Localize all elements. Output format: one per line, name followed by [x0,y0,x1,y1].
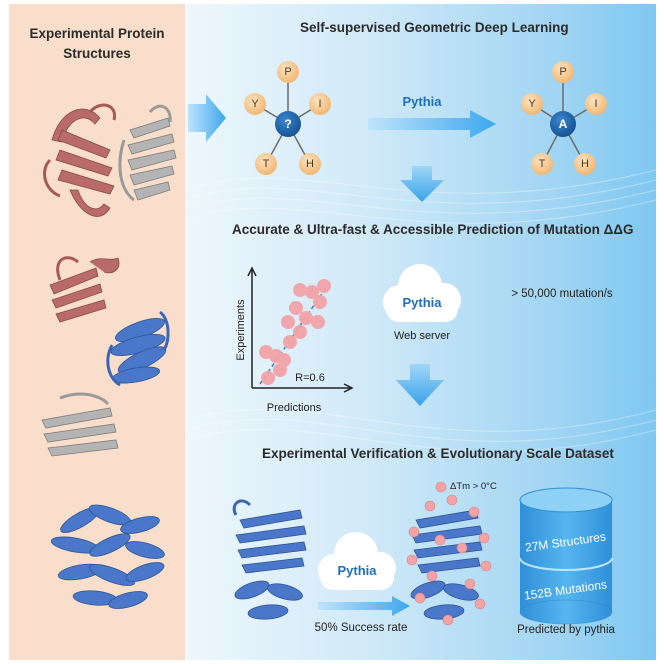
scatter-point [299,311,313,325]
node-p-in [277,61,299,83]
scatter-plot [247,266,354,393]
cloud-pythia-2 [318,532,396,590]
protein-gray-2 [41,392,119,457]
db-caption: Predicted by pythia [517,624,615,636]
node-y-out [521,93,543,115]
left-title: Experimental Protein Structures [29,26,165,61]
node-center-out-label: A [559,117,568,131]
scatter-points [259,279,331,385]
protein-brown-1 [43,103,117,217]
node-h-in [299,153,321,175]
node-center-in [275,111,301,137]
node-i-out-label: I [594,98,597,110]
section1-title: Self-supervised Geometric Deep Learning [300,20,569,35]
node-y-in-label: Y [251,98,259,110]
scatter-point [261,371,275,385]
success-arrow [318,596,410,616]
node-p-out-label: P [559,66,566,78]
scatter-point [317,279,331,293]
scatter-point [289,301,303,315]
node-center-out [550,111,576,137]
legend-label: ΔTm > 0°C [450,481,497,492]
legend-dot [435,481,447,493]
protein-blue-3 [232,499,307,620]
scatter-point [313,295,327,309]
section2-title: Accurate & Ultra-fast & Accessible Predi… [232,222,634,237]
mutation-dots [406,494,492,626]
cloud-server [383,264,461,322]
database [519,487,613,625]
scatter-point [293,325,307,339]
db-top-label: 27M Structures [524,529,607,554]
node-h-in-label: H [306,158,314,170]
scatter-point [305,285,319,299]
protein-blue-2 [50,504,165,609]
node-y-out-label: Y [528,98,536,110]
scatter-point [283,335,297,349]
db-bottom-label: 152B Mutations [523,577,608,602]
input-arrow [188,94,226,142]
scatter-point [281,315,295,329]
scatter-point [311,315,325,329]
cloud-pythia-2-label: Pythia [337,563,377,578]
background-waves [184,169,657,452]
success-label: 50% Success rate [314,622,408,634]
protein-blue-1 [106,310,170,387]
pythia-arrow [368,110,496,138]
scatter-point [273,363,287,377]
down-arrow-1 [400,166,444,202]
speed-label: > 50,000 mutation/s [511,288,613,300]
scatter-point [293,283,307,297]
protein-brown-2 [49,256,120,323]
pythia-arrow-label: Pythia [402,94,442,109]
node-t-out [531,153,553,175]
node-p-in-label: P [284,66,291,78]
cloud-server-label: Pythia [402,295,442,310]
scatter-r-label: R=0.6 [295,372,325,384]
node-t-in-label: T [263,158,270,170]
section3-title: Experimental Verification & Evolutionary… [262,446,614,461]
node-i-out [585,93,607,115]
node-h-out-label: H [581,158,589,170]
node-h-out [574,153,596,175]
node-center-in-label: ? [284,117,291,131]
scatter-point [259,345,273,359]
scatter-ylabel: Experiments [235,299,247,361]
node-t-in [255,153,277,175]
node-y-in [244,93,266,115]
scatter-xlabel: Predictions [266,402,322,414]
node-i-in-label: I [318,98,321,110]
protein-gray-1 [118,104,177,202]
node-p-out [552,61,574,83]
node-i-in [309,93,331,115]
down-arrow-2 [396,364,444,406]
node-t-out-label: T [539,158,546,170]
cloud-server-caption: Web server [393,330,451,342]
